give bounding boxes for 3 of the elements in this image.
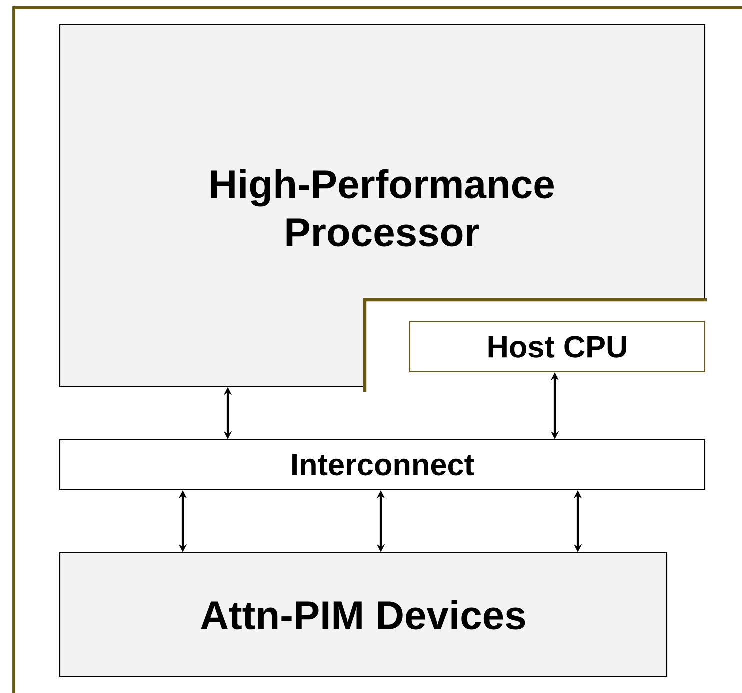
cpu-box: Host CPU <box>409 321 706 373</box>
device-box: Attn-PIM Devices <box>59 552 668 678</box>
interconnect-bar: Interconnect <box>59 439 706 491</box>
